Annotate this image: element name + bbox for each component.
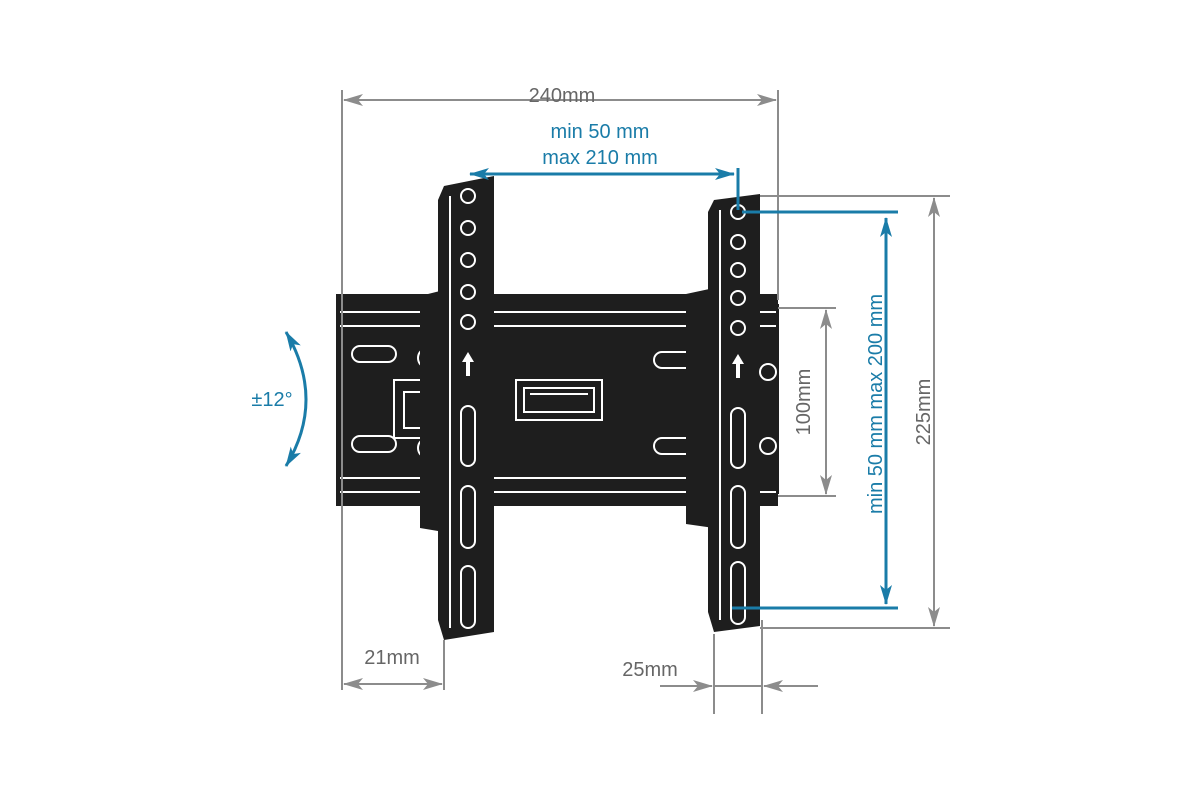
level-indicator xyxy=(515,379,603,421)
vesa-horizontal-min-label: min 50 mm xyxy=(551,121,650,143)
plate-height-label: 100mm xyxy=(793,369,815,436)
dimension-plate-height: 100mm xyxy=(778,307,836,497)
tilt-angle-indicator: ±12° xyxy=(251,331,308,467)
overall-width-label: 240mm xyxy=(529,85,596,107)
dimension-vesa-vertical: min 50 mm max 200 mm xyxy=(732,210,898,610)
vesa-horizontal-max-label: max 210 mm xyxy=(542,147,658,169)
bracket-offset-label: 21mm xyxy=(364,647,420,669)
dimension-vesa-horizontal: min 50 mm max 210 mm xyxy=(469,121,740,210)
left-vertical-bracket xyxy=(420,176,494,640)
dimension-depth: 25mm xyxy=(622,620,818,714)
tilt-angle-label: ±12° xyxy=(251,389,292,411)
right-vertical-bracket xyxy=(686,194,778,632)
depth-label: 25mm xyxy=(622,659,678,681)
dimension-overall-height: 225mm xyxy=(760,195,950,629)
overall-height-label: 225mm xyxy=(913,379,935,446)
dimension-bracket-offset: 21mm xyxy=(343,640,445,690)
vesa-vertical-label: min 50 mm max 200 mm xyxy=(865,294,887,514)
